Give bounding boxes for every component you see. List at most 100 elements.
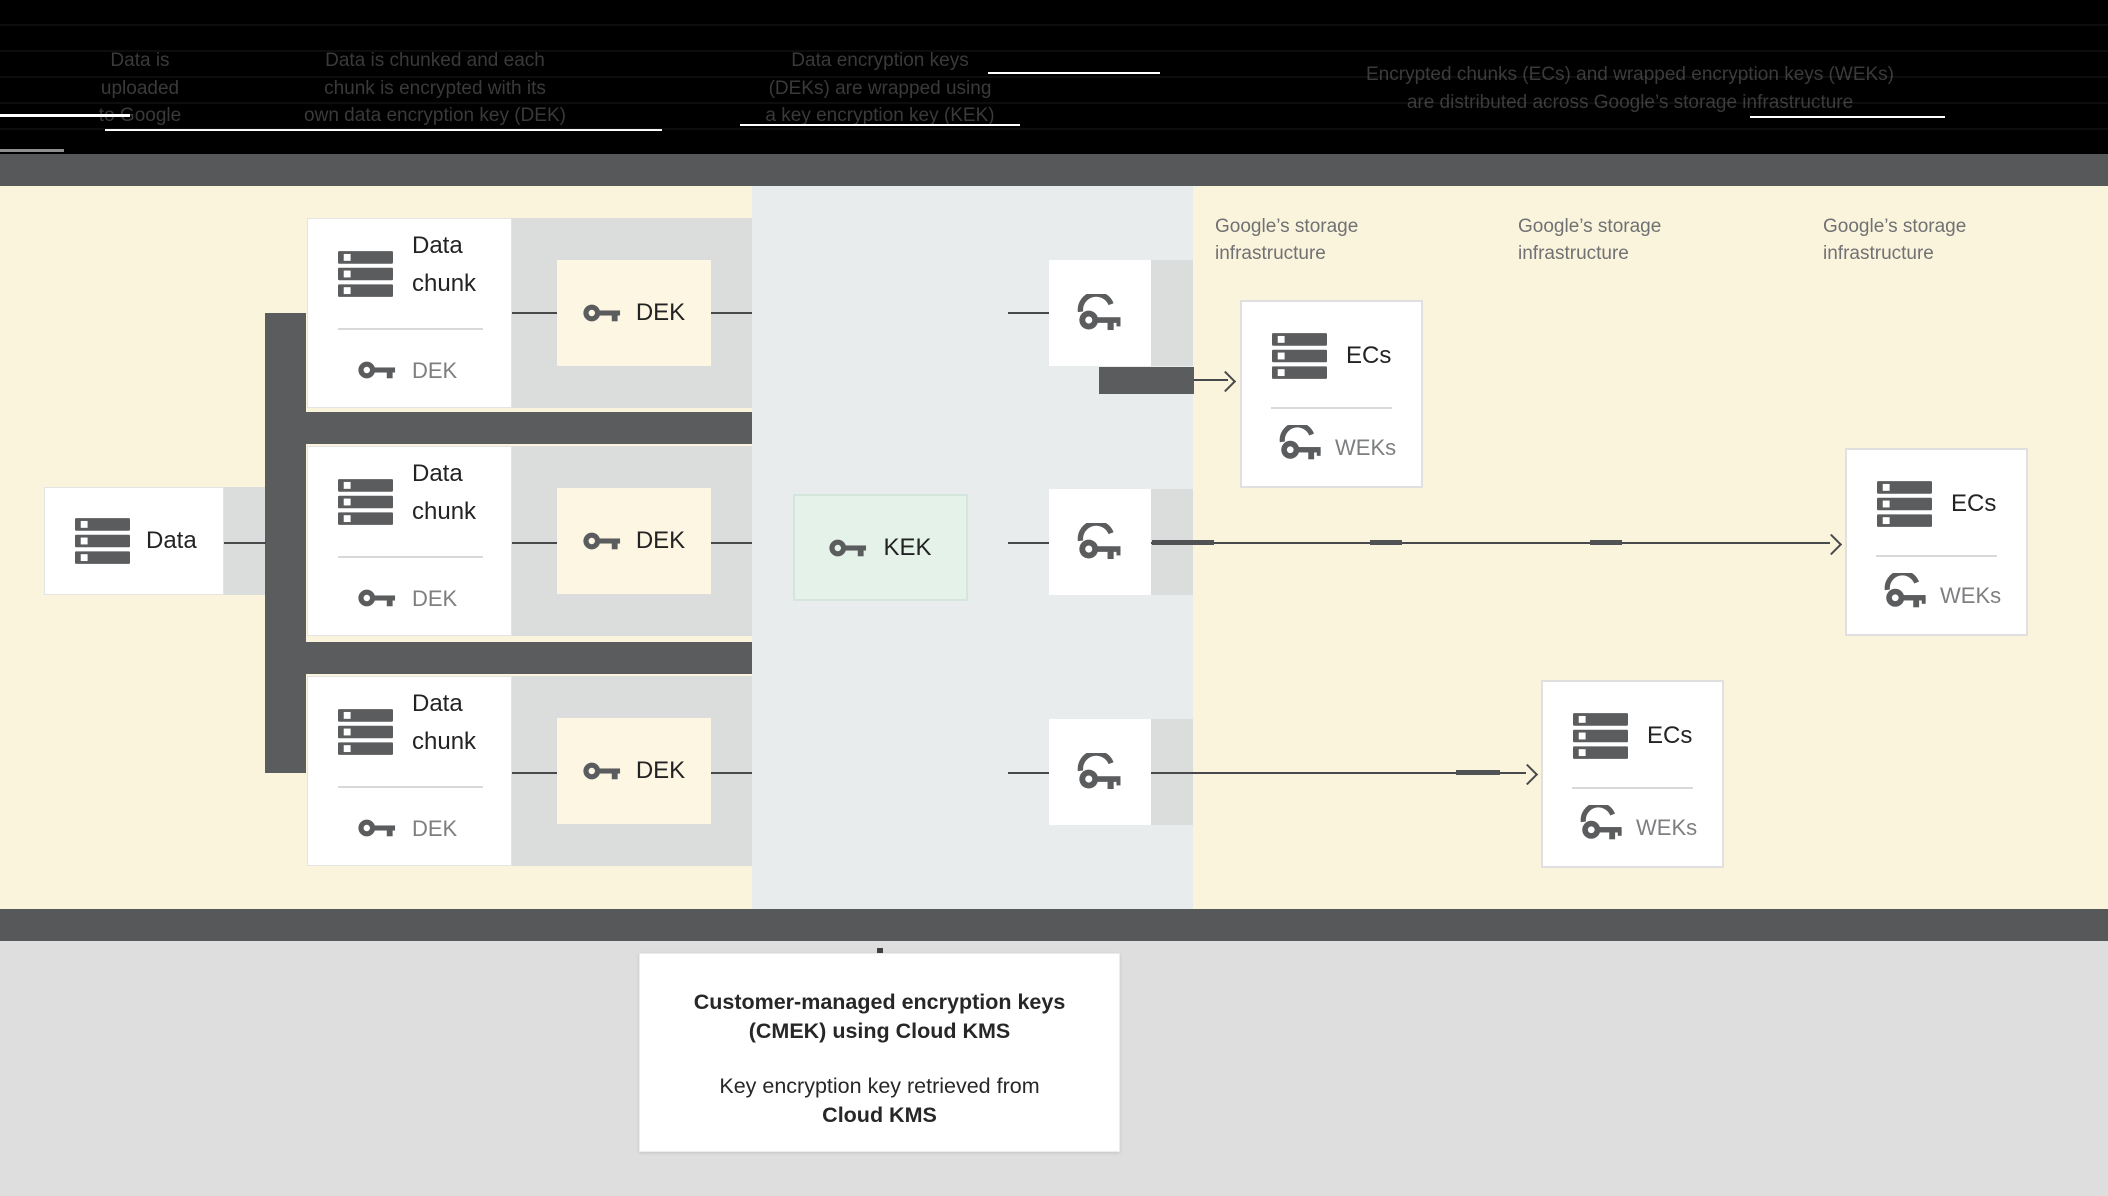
key-wrapping-box [1049, 719, 1151, 825]
ecs-box: ECs WEKs [1541, 680, 1724, 868]
key-icon [829, 536, 868, 560]
dek-box: DEK [557, 260, 711, 366]
artifact-streak [988, 72, 1160, 74]
key-wrapping-box [1049, 260, 1151, 366]
kek-box: KEK [793, 494, 968, 601]
connector-line [512, 542, 557, 544]
data-chunk-label: Data chunk [412, 690, 477, 755]
divider [338, 328, 483, 330]
storage-icon [75, 518, 130, 564]
data-chunk-key-label: DEK [412, 586, 458, 611]
arrow-pulse-dash [1152, 540, 1214, 545]
caption-subtitle: Key encryption key retrieved from Cloud … [680, 1072, 1079, 1130]
caption-subtitle-bold: Cloud KMS [822, 1103, 937, 1127]
connector-line [512, 772, 557, 774]
data-chunk-box: Data chunk DEK [307, 676, 512, 866]
storage-infrastructure-label: Google’s storage infrastructure [1215, 216, 1359, 264]
key-icon [583, 759, 622, 783]
header-step-1: Data is uploaded to Google [40, 47, 240, 130]
ecs-weks-label: WEKs [1335, 435, 1397, 460]
divider [338, 786, 483, 788]
data-box: Data [44, 487, 224, 595]
header-step-2-line: Data is chunked and each [325, 50, 545, 71]
diagram-canvas: Data Data chunk DEK [0, 186, 2108, 909]
arrow-line [1194, 379, 1228, 381]
data-chunk-label: Data chunk [412, 232, 477, 297]
header-step-3-line: a key encryption key (KEK) [765, 105, 995, 126]
wrapped-key-icon [1077, 523, 1124, 561]
connector-line [224, 542, 266, 544]
ecs-weks-label: WEKs [1940, 583, 2002, 608]
header-step-4-line: are distributed across Google’s storage … [1406, 91, 1854, 113]
arrowhead [1516, 763, 1539, 786]
ecs-weks-label: WEKs [1636, 815, 1698, 840]
top-separator-bar [0, 154, 2108, 186]
arrow-line [1151, 772, 1526, 774]
data-chunk-key-label: DEK [412, 358, 458, 383]
dek-box-label: DEK [635, 757, 686, 784]
data-chunk-box: Data chunk DEK [307, 218, 512, 408]
dek-box-label: DEK [635, 299, 686, 326]
ecs-box-label: ECs [1346, 342, 1392, 369]
key-icon [358, 358, 397, 382]
dek-box-label: DEK [635, 527, 686, 554]
data-connector-band [224, 487, 265, 595]
data-chunk-key-label: DEK [412, 816, 458, 841]
header-step-4-line: Encrypted chunks (ECs) and wrapped encry… [1366, 64, 1894, 85]
artifact-streak [0, 149, 64, 152]
key-icon [358, 816, 397, 840]
connector-line [1008, 542, 1049, 544]
arrow-pulse-dash [1370, 540, 1402, 545]
header-step-2-line: own data encryption key (DEK) [304, 105, 566, 126]
divider [1876, 555, 1997, 557]
wrapped-key-icon [1884, 573, 1929, 609]
arrowhead [1214, 370, 1237, 393]
splitter-horizontal-bar [305, 412, 752, 444]
splitter-vertical-bar [265, 313, 306, 773]
storage-infrastructure-label: Google’s storage infrastructure [1518, 216, 1662, 264]
dek-box: DEK [557, 718, 711, 824]
key-wrapping-box [1049, 489, 1151, 595]
artifact-streak [105, 129, 662, 131]
header-step-3-line: (DEKs) are wrapped using [768, 77, 992, 99]
ecs-box: ECs WEKs [1845, 448, 2028, 636]
header-step-1-line: Data is [110, 50, 170, 71]
wrapped-key-thick-arrow [1099, 367, 1194, 394]
connector-line [711, 312, 752, 314]
storage-icon [1877, 481, 1932, 527]
footer-area: Customer-managed encryption keys (CMEK) … [0, 941, 2108, 1196]
connector-line [711, 772, 752, 774]
header-step-4: Encrypted chunks (ECs) and wrapped encry… [1290, 61, 1970, 116]
storage-icon [1272, 333, 1327, 379]
storage-icon [338, 251, 393, 297]
storage-icon [338, 709, 393, 755]
header-step-1-line: to Google [98, 105, 182, 126]
header-bar: Data is uploaded to Google Data is chunk… [0, 0, 2108, 154]
ecs-box: ECs WEKs [1240, 300, 1423, 488]
wrapped-key-icon [1279, 425, 1324, 461]
dek-box: DEK [557, 488, 711, 594]
artifact-streak [1750, 116, 1945, 118]
data-chunk-box: Data chunk DEK [307, 446, 512, 636]
arrow-pulse-dash [1456, 770, 1500, 775]
storage-icon [1573, 713, 1628, 759]
data-chunk-label: Data chunk [412, 460, 477, 525]
wrapped-key-icon [1077, 294, 1124, 332]
header-step-1-line: uploaded [100, 77, 180, 99]
header-step-2-line: chunk is encrypted with its [324, 77, 546, 99]
caption-subtitle-text: Key encryption key retrieved from [719, 1074, 1040, 1098]
storage-infrastructure-label: Google’s storage infrastructure [1823, 216, 1967, 264]
bottom-separator-bar [0, 909, 2108, 941]
connector-line [512, 312, 557, 314]
key-icon [583, 529, 622, 553]
data-box-label: Data [146, 527, 197, 554]
cmek-caption-card: Customer-managed encryption keys (CMEK) … [639, 953, 1120, 1152]
divider [338, 556, 483, 558]
storage-icon [338, 479, 393, 525]
key-icon [583, 301, 622, 325]
connector-tick [877, 948, 883, 953]
ecs-box-label: ECs [1647, 722, 1693, 749]
connector-line [711, 542, 752, 544]
header-step-3-line: Data encryption keys [791, 50, 969, 71]
